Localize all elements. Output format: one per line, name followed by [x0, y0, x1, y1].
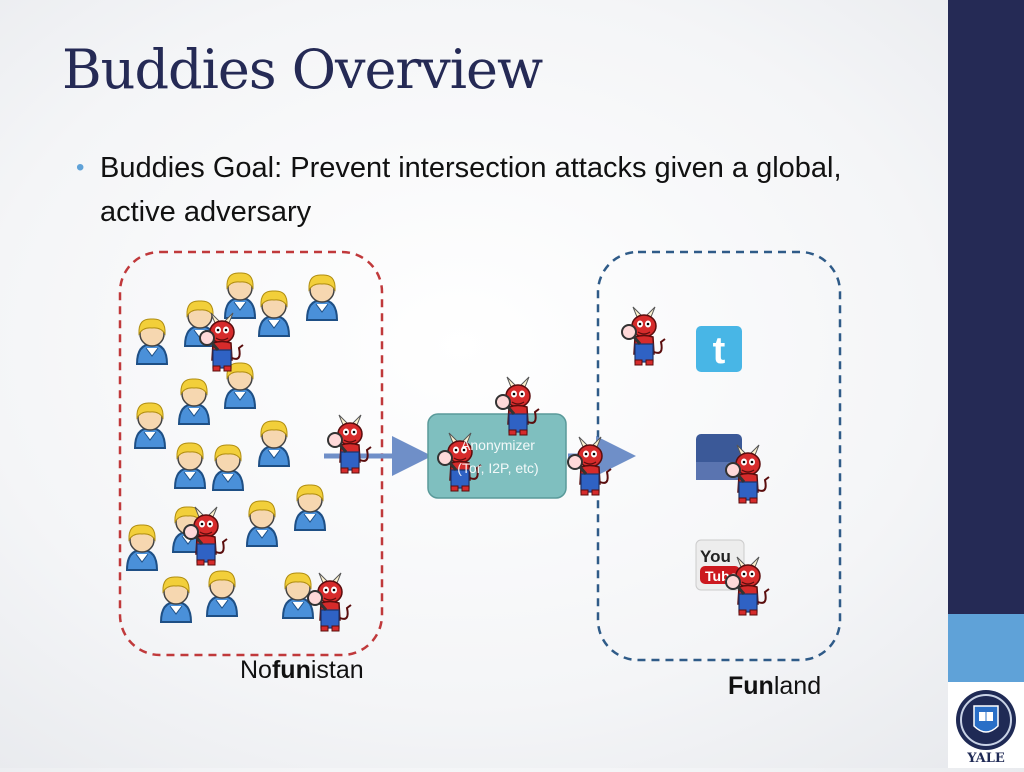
anonymizer-line1: Anonymizer [461, 437, 535, 453]
twitter-logo-icon: t [696, 326, 742, 372]
funland-label: Funland [728, 672, 821, 701]
svg-text:You: You [700, 547, 731, 566]
anonymizer-label: Anonymizer (Tor, I2P, etc) [433, 434, 563, 480]
anonymizer-line2: (Tor, I2P, etc) [457, 460, 539, 476]
user-icon [306, 273, 338, 321]
user-icon [134, 401, 166, 449]
yale-shield-icon: YALE [956, 690, 1016, 766]
nofunistan-label-suffix: istan [310, 656, 364, 684]
bullet-item: • Buddies Goal: Prevent intersection att… [76, 146, 876, 234]
sidebar-light-band [948, 614, 1024, 682]
user-icon [212, 443, 244, 491]
nofunistan-label-prefix: No [240, 656, 272, 684]
bullet-text: Buddies Goal: Prevent intersection attac… [100, 152, 842, 228]
bullet-dot-icon: • [76, 154, 85, 181]
buddies-diagram: t You Tube [118, 250, 842, 662]
svg-text:t: t [713, 330, 726, 372]
user-icon [178, 377, 210, 425]
funland-label-suffix: land [773, 672, 822, 700]
adversary-devil-icon [326, 413, 373, 475]
nofunistan-label-bold: fun [271, 656, 311, 684]
sidebar-dark-band [948, 0, 1024, 614]
user-icon [258, 289, 290, 337]
user-icon [174, 441, 206, 489]
user-icon [136, 317, 168, 365]
adversary-devil-icon [306, 571, 353, 633]
user-icon [206, 569, 238, 617]
user-icon [224, 271, 256, 319]
adversary-devil-icon [620, 305, 667, 367]
user-icon [246, 499, 278, 547]
yale-logo-text: YALE [966, 751, 1005, 766]
logo-area: YALE [948, 682, 1024, 768]
slide-title: Buddies Overview [62, 38, 543, 101]
user-icon [160, 575, 192, 623]
user-icon [258, 419, 290, 467]
adversary-devil-icon [566, 435, 613, 497]
user-icon [294, 483, 326, 531]
funland-label-bold: Fun [728, 672, 774, 700]
nofunistan-label: Nofunistan [240, 656, 364, 685]
user-icon [126, 523, 158, 571]
